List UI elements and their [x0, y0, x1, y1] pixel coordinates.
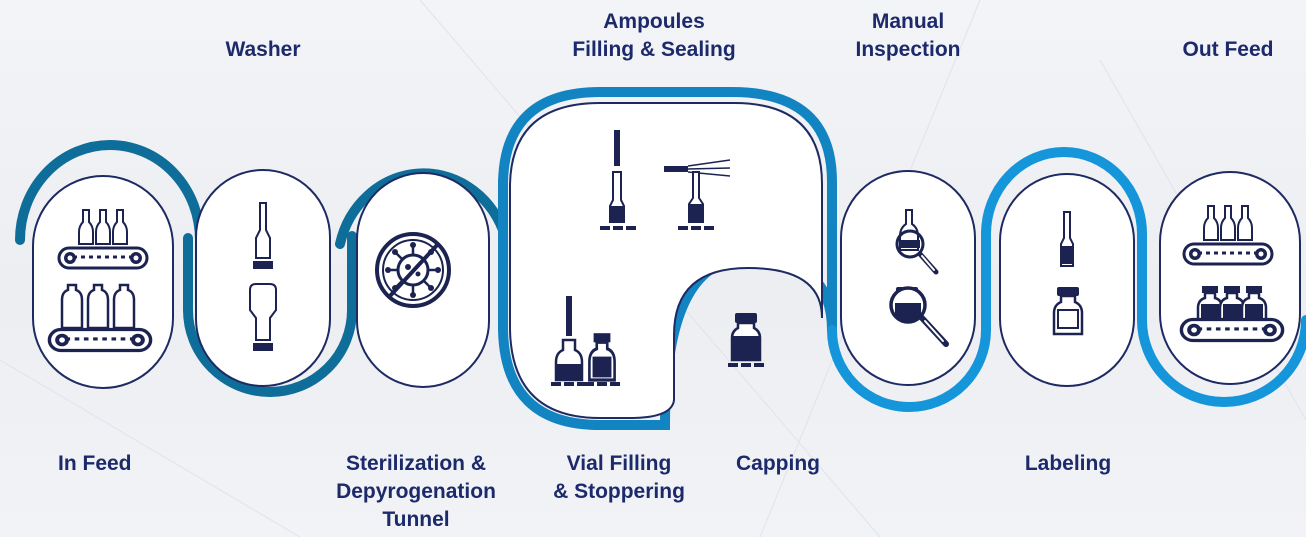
labeled-vial-icon — [1052, 211, 1084, 336]
label-washer: Washer — [170, 36, 356, 64]
capsule-filling — [509, 102, 823, 419]
capsule-in-feed — [32, 175, 174, 389]
label-inspection: Manual Inspection — [818, 8, 998, 64]
label-line: Labeling — [1024, 452, 1112, 475]
label-line: Vial Filling — [566, 452, 672, 475]
label-line: Depyrogenation — [336, 480, 496, 503]
conveyor-bottles-icon — [47, 209, 153, 353]
stage-capsules — [32, 102, 1301, 419]
label-out-feed: Out Feed — [1150, 36, 1306, 64]
label-line: Manual — [871, 10, 945, 33]
label-sterilization: Sterilization & Depyrogenation Tunnel — [306, 450, 526, 534]
flow-big-upper-loop — [498, 87, 837, 335]
label-ampoules: Ampoules Filling & Sealing — [534, 8, 774, 64]
flow-arc-inspection — [827, 227, 991, 412]
label-line: Inspection — [855, 38, 961, 61]
no-virus-icon — [375, 232, 451, 308]
label-line: Washer — [225, 38, 301, 61]
label-line: Sterilization & — [345, 452, 487, 475]
flow-arc-outfeed — [1137, 315, 1306, 407]
label-line: Filling & Sealing — [572, 38, 736, 61]
label-labeling: Labeling — [994, 450, 1142, 478]
capsule-inspection — [840, 170, 976, 386]
capsule-labeling — [999, 173, 1135, 387]
label-vial-filling: Vial Filling & Stoppering — [524, 450, 714, 506]
label-line: Capping — [736, 452, 820, 475]
label-line: Out Feed — [1182, 38, 1274, 61]
ampoule-filling-icon — [600, 128, 733, 230]
label-capping: Capping — [704, 450, 852, 478]
label-line: Tunnel — [382, 508, 450, 531]
label-line: Ampoules — [603, 10, 705, 33]
capsule-washer — [195, 169, 331, 387]
flow-arc-washer — [183, 231, 357, 397]
flow-arc-labeling — [981, 147, 1147, 325]
label-line: & Stoppering — [553, 480, 685, 503]
vial-filling-icon — [551, 296, 620, 386]
label-in-feed: In Feed — [58, 450, 132, 478]
label-line: In Feed — [58, 452, 132, 475]
capped-vial-icon — [728, 313, 764, 367]
flow-arc-infeed — [15, 140, 205, 245]
capsule-out-feed — [1159, 171, 1301, 385]
magnifier-inspection-icon — [889, 209, 949, 347]
washer-nozzle-icon — [249, 202, 277, 351]
